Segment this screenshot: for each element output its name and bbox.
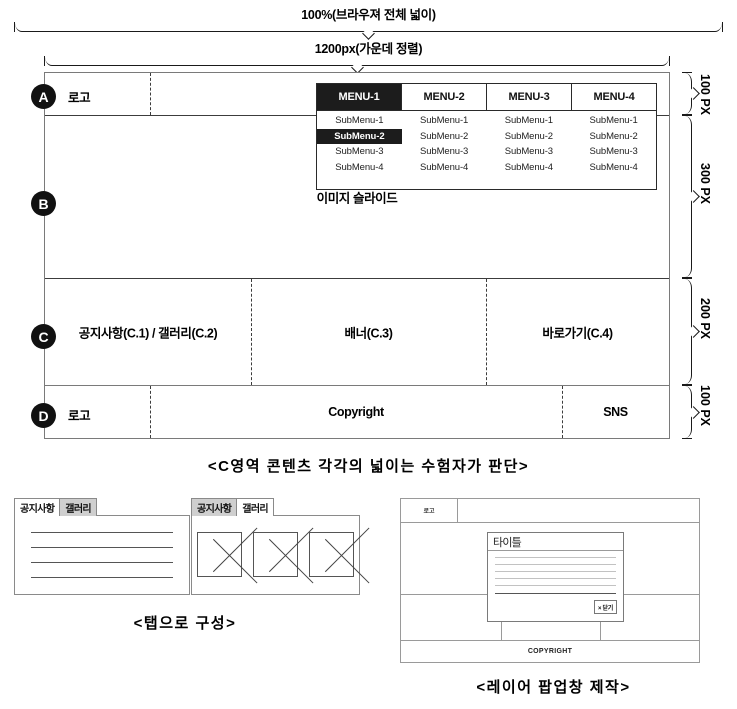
menu-block: MENU-1 MENU-2 MENU-3 MENU-4 SubMenu-1 Su… [316,83,657,190]
popup-mock-logo: 로고 [401,499,458,522]
notice-line [31,546,173,548]
notice-line [31,576,173,578]
container-width-brace [44,56,670,74]
section-a-divider [150,73,151,115]
submenu-grid: SubMenu-1 SubMenu-2 SubMenu-3 SubMenu-4 … [317,111,656,175]
submenu-item-active[interactable]: SubMenu-2 [317,128,402,144]
tab-notice[interactable]: 공지사항 [14,498,61,516]
section-d-divider-2 [562,386,563,438]
notice-panel [14,514,190,595]
browser-width-label: 100%(브라우져 전체 넓이) [301,8,436,22]
section-badge-b: B [31,191,56,216]
height-label-b: 300 PX [698,163,712,205]
section-badge-a: A [31,84,56,109]
layer-popup-line [495,585,616,586]
height-brace-a [682,72,700,115]
notice-line [31,561,173,563]
height-brace-c [682,278,700,385]
tab-gallery[interactable]: 갤러리 [59,498,98,516]
submenu-item[interactable]: SubMenu-3 [589,146,638,158]
menu-tab-4[interactable]: MENU-4 [572,84,656,111]
submenu-item[interactable]: SubMenu-2 [420,130,469,142]
banner-label: 배너(C.3) [344,326,393,341]
layer-popup-line [495,564,616,565]
submenu-column-2: SubMenu-1 SubMenu-2 SubMenu-3 SubMenu-4 [402,111,487,175]
copyright-label: Copyright [328,405,384,419]
submenu-item[interactable]: SubMenu-1 [504,115,553,127]
notice-line [31,531,173,533]
submenu-column-4: SubMenu-1 SubMenu-2 SubMenu-3 SubMenu-4 [571,111,656,175]
height-label-d: 100 PX [698,385,712,427]
submenu-item[interactable]: SubMenu-3 [504,146,553,158]
main-wireframe: 로고 이미지 슬라이드 공지사항(C.1) / 갤러리(C.2) 배너(C.3)… [44,72,670,439]
layer-popup-title: 타이틀 [488,533,623,551]
section-badge-c: C [31,324,56,349]
height-label-a: 100 PX [698,74,712,116]
close-button[interactable]: × 닫기 [593,600,617,614]
submenu-item[interactable]: SubMenu-2 [504,130,553,142]
section-c-divider-1 [251,279,252,385]
popup-mock-copyright: COPYRIGHT [401,640,699,662]
submenu-item[interactable]: SubMenu-2 [589,130,638,142]
thumbnail-row [192,516,359,594]
menu-tab-3[interactable]: MENU-3 [487,84,572,111]
sns-label: SNS [603,405,628,419]
image-placeholder-icon [252,532,298,578]
main-caption: <C영역 콘텐츠 각각의 넓이는 수험자가 판단> [207,458,530,475]
height-label-c: 200 PX [698,298,712,340]
menu-tab-2[interactable]: MENU-2 [402,84,487,111]
section-b-slide: 이미지 슬라이드 [45,116,669,279]
submenu-item[interactable]: SubMenu-4 [420,161,469,173]
notice-tab-strip: 공지사항 갤러리 [14,498,190,516]
submenu-column-1: SubMenu-1 SubMenu-2 SubMenu-3 SubMenu-4 [317,111,402,175]
submenu-item[interactable]: SubMenu-1 [335,115,384,127]
menu-tab-row: MENU-1 MENU-2 MENU-3 MENU-4 [317,84,656,111]
menu-tab-1[interactable]: MENU-1 [317,84,402,111]
submenu-item[interactable]: SubMenu-3 [420,146,469,158]
submenu-item[interactable]: SubMenu-4 [589,161,638,173]
height-brace-d [682,385,700,439]
header-logo-label: 로고 [68,91,91,105]
popup-caption: <레이어 팝업창 제작> [476,679,631,696]
section-c-content: 공지사항(C.1) / 갤러리(C.2) 배너(C.3) 바로가기(C.4) [45,279,669,386]
shortcut-label: 바로가기(C.4) [542,326,613,341]
submenu-item[interactable]: SubMenu-1 [589,115,638,127]
submenu-item[interactable]: SubMenu-4 [504,161,553,173]
section-d-divider-1 [150,386,151,438]
section-c-divider-2 [486,279,487,385]
browser-width-brace [14,22,723,40]
section-d-footer: 로고 Copyright SNS [45,386,669,438]
section-badge-d: D [31,403,56,428]
container-width-label: 1200px(가운데 정렬) [314,42,423,56]
tab-mock-gallery: 공지사항 갤러리 [191,498,360,595]
submenu-item[interactable]: SubMenu-1 [420,115,469,127]
layer-popup-line [495,557,616,558]
image-placeholder-icon [197,532,243,578]
popup-mock-header: 로고 [401,499,699,523]
tab-notice[interactable]: 공지사항 [191,498,238,516]
submenu-column-3: SubMenu-1 SubMenu-2 SubMenu-3 SubMenu-4 [487,111,572,175]
footer-logo-label: 로고 [68,409,91,423]
popup-mock-page: 로고 COPYRIGHT 타이틀 × 닫기 [400,498,700,663]
submenu-item[interactable]: SubMenu-3 [335,146,384,158]
gallery-tab-strip: 공지사항 갤러리 [191,498,360,516]
gallery-panel [191,514,360,595]
tab-gallery[interactable]: 갤러리 [236,498,275,516]
layer-popup-line [495,571,616,572]
image-slide-label: 이미지 슬라이드 [316,191,398,206]
layer-popup: 타이틀 × 닫기 [487,532,624,622]
height-brace-b [682,115,700,278]
layer-popup-divider [495,593,616,594]
submenu-item[interactable]: SubMenu-4 [335,161,384,173]
tab-mock-notice: 공지사항 갤러리 [14,498,190,595]
notice-gallery-label: 공지사항(C.1) / 갤러리(C.2) [78,326,218,341]
tabs-caption: <탭으로 구성> [133,615,237,632]
layer-popup-line [495,578,616,579]
image-placeholder-icon [308,532,354,578]
